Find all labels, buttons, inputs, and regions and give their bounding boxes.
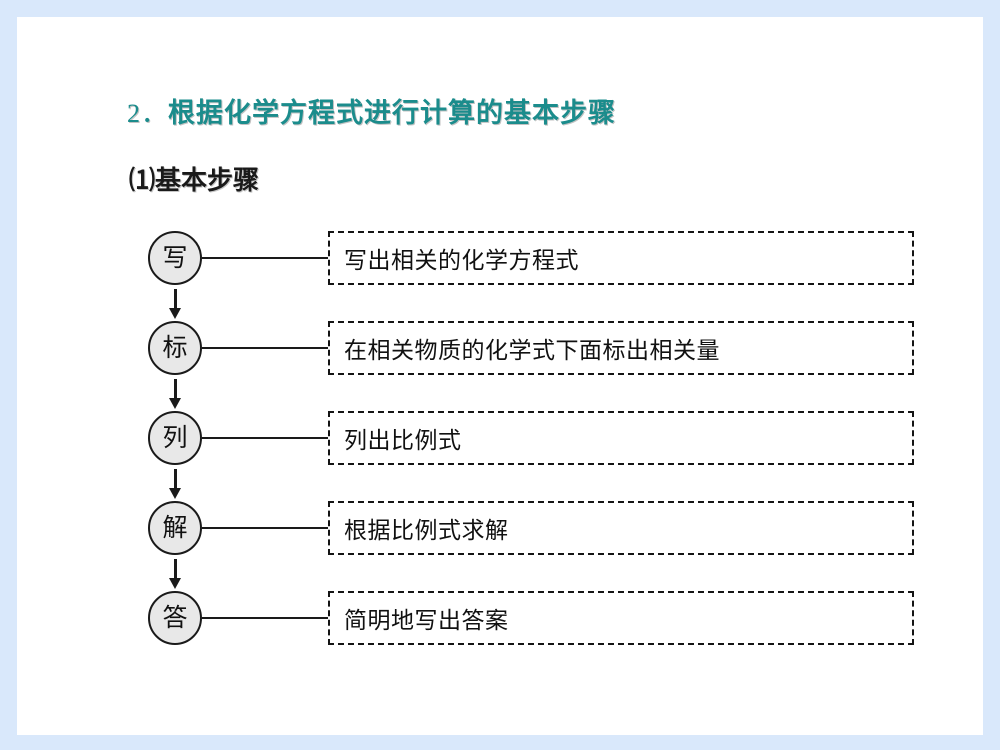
flow-textbox-biao: 在相关物质的化学式下面标出相关量 [328,321,914,375]
flow-textbox-lie: 列出比例式 [328,411,914,465]
flow-node-da: 答 [148,591,202,645]
flow-textbox-xie: 写出相关的化学方程式 [328,231,914,285]
connector-line-3 [202,437,328,439]
page-title: 2．根据化学方程式进行计算的基本步骤 [127,91,616,130]
flow-node-label: 解 [162,514,188,542]
flow-node-label: 写 [162,244,188,272]
flow-textbox-jie: 根据比例式求解 [328,501,914,555]
flow-node-label: 列 [162,424,188,452]
flow-node-xie: 写 [148,231,202,285]
arrow-head [169,308,181,319]
arrow-head [169,488,181,499]
connector-line-2 [202,347,328,349]
flow-node-lie: 列 [148,411,202,465]
connector-line-1 [202,257,328,259]
flowchart: 写 写出相关的化学方程式 标 在相关物质的化学式下面标出相关量 列 列出比例式 [17,17,983,735]
arrow-head [169,578,181,589]
flow-textbox-label: 写出相关的化学方程式 [344,248,579,273]
flow-textbox-label: 列出比例式 [344,428,462,453]
arrow-shaft [173,289,177,311]
arrow-shaft [173,469,177,491]
flow-node-label: 标 [162,334,188,362]
flow-node-biao: 标 [148,321,202,375]
flow-textbox-label: 根据比例式求解 [344,518,509,543]
arrow-shaft [173,559,177,581]
arrow-head [169,398,181,409]
slide-canvas: 2．根据化学方程式进行计算的基本步骤 ⑴基本步骤 写 写出相关的化学方程式 标 … [17,17,983,735]
flow-textbox-da: 简明地写出答案 [328,591,914,645]
page-title-number: 2． [127,99,169,128]
connector-line-5 [202,617,328,619]
flow-node-jie: 解 [148,501,202,555]
arrow-shaft [173,379,177,401]
connector-line-4 [202,527,328,529]
flow-textbox-label: 在相关物质的化学式下面标出相关量 [344,338,720,363]
flow-node-label: 答 [162,604,188,632]
page-title-text: 根据化学方程式进行计算的基本步骤 [168,98,617,129]
flow-textbox-label: 简明地写出答案 [344,608,509,633]
section-subtitle: ⑴基本步骤 [129,166,260,196]
